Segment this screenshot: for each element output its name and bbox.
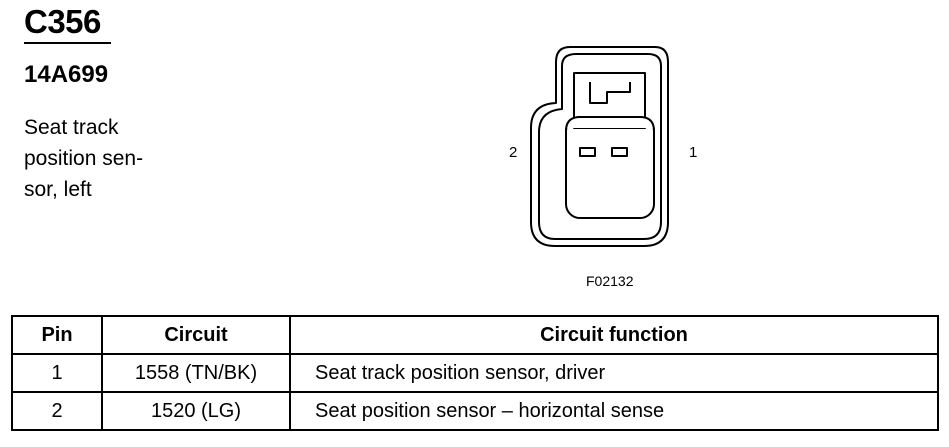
table-row: 1 1558 (TN/BK) Seat track position senso… [11, 353, 939, 393]
terminal-body [565, 116, 655, 219]
latch-tab [589, 82, 631, 104]
cell-circuit: 1558 (TN/BK) [101, 353, 291, 393]
header-pin: Pin [11, 315, 103, 355]
connector-face-diagram [530, 46, 669, 247]
description-line: position sen- [24, 147, 144, 170]
figure-code: F02132 [586, 273, 634, 289]
component-description: Seat track position sen- sor, left [24, 112, 184, 205]
cell-pin: 2 [11, 391, 103, 431]
cell-pin: 1 [11, 353, 103, 393]
description-line: Seat track [24, 116, 119, 139]
header-circuit-function: Circuit function [289, 315, 939, 355]
description-line: sor, left [24, 178, 92, 201]
cell-circuit: 1520 (LG) [101, 391, 291, 431]
pin-table: Pin Circuit Circuit function 1 1558 (TN/… [11, 315, 939, 431]
connector-id-underline [24, 42, 111, 44]
pin-label-right: 1 [689, 144, 698, 161]
connector-housing-inner [538, 53, 662, 240]
pin-2-cavity [579, 147, 596, 157]
pin-1-cavity [611, 147, 628, 157]
pin-label-left: 2 [509, 144, 518, 161]
part-number: 14A699 [24, 61, 109, 88]
cell-function: Seat track position sensor, driver [289, 353, 939, 393]
table-row: 2 1520 (LG) Seat position sensor – horiz… [11, 391, 939, 431]
connector-id: C356 [24, 3, 101, 40]
header-circuit: Circuit [101, 315, 291, 355]
connector-housing-outer [530, 46, 669, 247]
table-header-row: Pin Circuit Circuit function [11, 315, 939, 355]
cell-function: Seat position sensor – horizontal sense [289, 391, 939, 431]
